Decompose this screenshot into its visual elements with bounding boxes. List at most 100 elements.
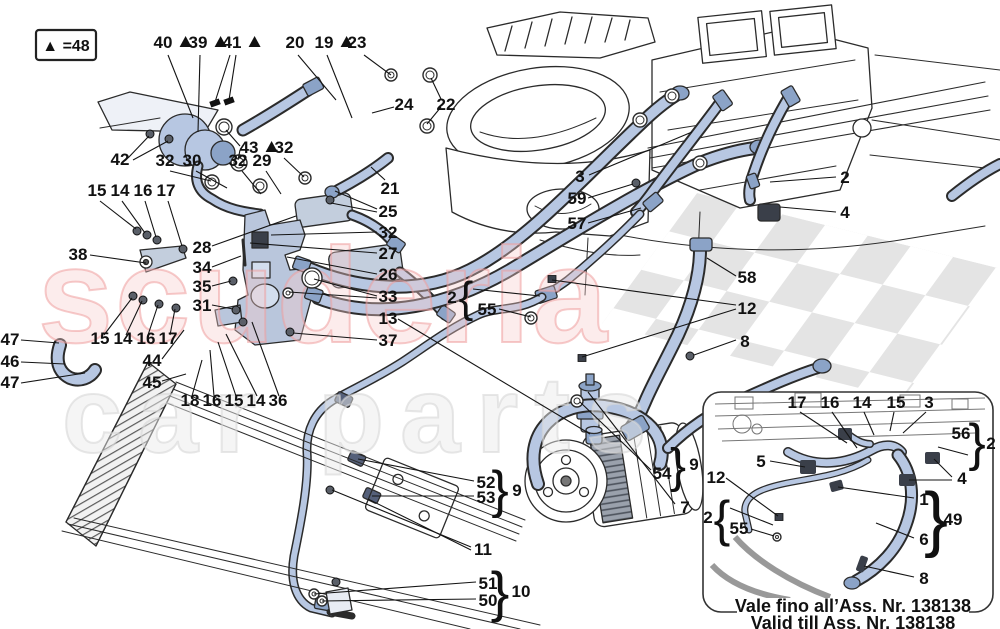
leader-line (397, 318, 591, 435)
bolt-icon (152, 235, 162, 245)
nut-icon (774, 513, 784, 521)
triangle-marker-icon (179, 36, 192, 47)
callout-8: 8 (740, 332, 749, 351)
callout-17: 17 (157, 181, 176, 200)
leader-line (426, 106, 442, 125)
brace-glyph: } (491, 560, 510, 623)
leader-line (167, 200, 183, 247)
leader-line (330, 202, 378, 213)
leader-line (297, 54, 337, 101)
ring-icon (204, 174, 220, 190)
watermark-sub: car parts (62, 354, 662, 475)
bolt-icon (325, 485, 335, 495)
leader-line (265, 170, 282, 195)
leader-line (121, 200, 146, 234)
leader-line (902, 411, 927, 434)
callout-55: 55 (478, 300, 497, 319)
leader-line (799, 411, 848, 444)
leader-line (225, 129, 241, 147)
bolt-icon (238, 317, 248, 327)
leader-line (132, 140, 169, 161)
leader-line (889, 411, 895, 432)
clip-icon (209, 98, 221, 108)
leader-line (169, 308, 176, 336)
callout-16: 16 (203, 391, 222, 410)
callout-10: 10 (512, 582, 531, 601)
ring-icon (422, 67, 438, 83)
bolt-icon (171, 303, 181, 313)
leader-line (863, 411, 875, 436)
triangle-marker-icon (248, 36, 261, 47)
ring-icon (772, 532, 782, 542)
callout-23: 23 (348, 33, 367, 52)
bolt-icon (685, 351, 695, 361)
leader-line (937, 446, 969, 456)
leader-line (225, 333, 258, 397)
leader-line (89, 254, 147, 264)
callout-9: 9 (512, 481, 521, 500)
leader-line (472, 288, 541, 297)
leader-line (725, 477, 779, 517)
leader-line (103, 297, 133, 336)
callout-51: 51 (479, 574, 498, 593)
callout-58: 58 (738, 268, 757, 287)
triangle-marker-icon (265, 141, 278, 152)
leader-line (144, 200, 157, 238)
callout-16: 16 (821, 393, 840, 412)
callout-42: 42 (111, 150, 130, 169)
clip-icon (223, 96, 235, 106)
callout-41: 41 (223, 33, 242, 52)
leader-line (20, 361, 66, 365)
callout-21: 21 (381, 179, 400, 198)
callout-56: 56 (952, 424, 971, 443)
callout-44: 44 (143, 351, 162, 370)
leader-line (693, 339, 737, 356)
leader-line (241, 170, 262, 195)
brace-glyph: { (714, 491, 731, 547)
leader-line (283, 157, 305, 178)
leader-line (211, 255, 242, 268)
callout-45: 45 (143, 373, 162, 392)
ac-pipes (534, 85, 801, 436)
leader-line (321, 598, 477, 602)
callout-37: 37 (379, 331, 398, 350)
callout-14: 14 (114, 329, 133, 348)
ring-icon (524, 311, 538, 325)
callout-29: 29 (253, 151, 272, 170)
ring-icon (282, 287, 294, 299)
ring-icon (215, 118, 233, 136)
leader-line (729, 507, 774, 526)
callout-20: 20 (286, 33, 305, 52)
callout-3: 3 (924, 393, 933, 412)
callout-18: 18 (181, 391, 200, 410)
ring-icon (570, 394, 584, 408)
leader-line (750, 528, 775, 537)
leader-line (125, 300, 143, 336)
leader-line (292, 332, 378, 341)
callout-14: 14 (853, 393, 872, 412)
leader-line (211, 215, 297, 247)
leader-line (288, 291, 378, 299)
ring-icon (218, 121, 230, 133)
callout-11: 11 (474, 540, 492, 559)
brace-glyph: } (491, 461, 508, 519)
callout-53: 53 (477, 488, 496, 507)
leader-line (551, 279, 737, 306)
callout-35: 35 (193, 277, 212, 296)
ring-icon (573, 397, 581, 405)
leader-line (779, 206, 837, 213)
leader-line (587, 207, 642, 224)
brace-glyph: { (459, 273, 474, 322)
leader-line (286, 256, 378, 275)
callout-49: 49 (944, 510, 963, 529)
callout-26: 26 (379, 265, 398, 284)
leader-line (20, 372, 86, 384)
leader-line (167, 54, 194, 119)
leader-line (20, 339, 60, 344)
callout-13: 13 (379, 309, 398, 328)
ring-icon (422, 121, 432, 131)
callout-12: 12 (707, 468, 726, 487)
leader-line (363, 54, 392, 76)
